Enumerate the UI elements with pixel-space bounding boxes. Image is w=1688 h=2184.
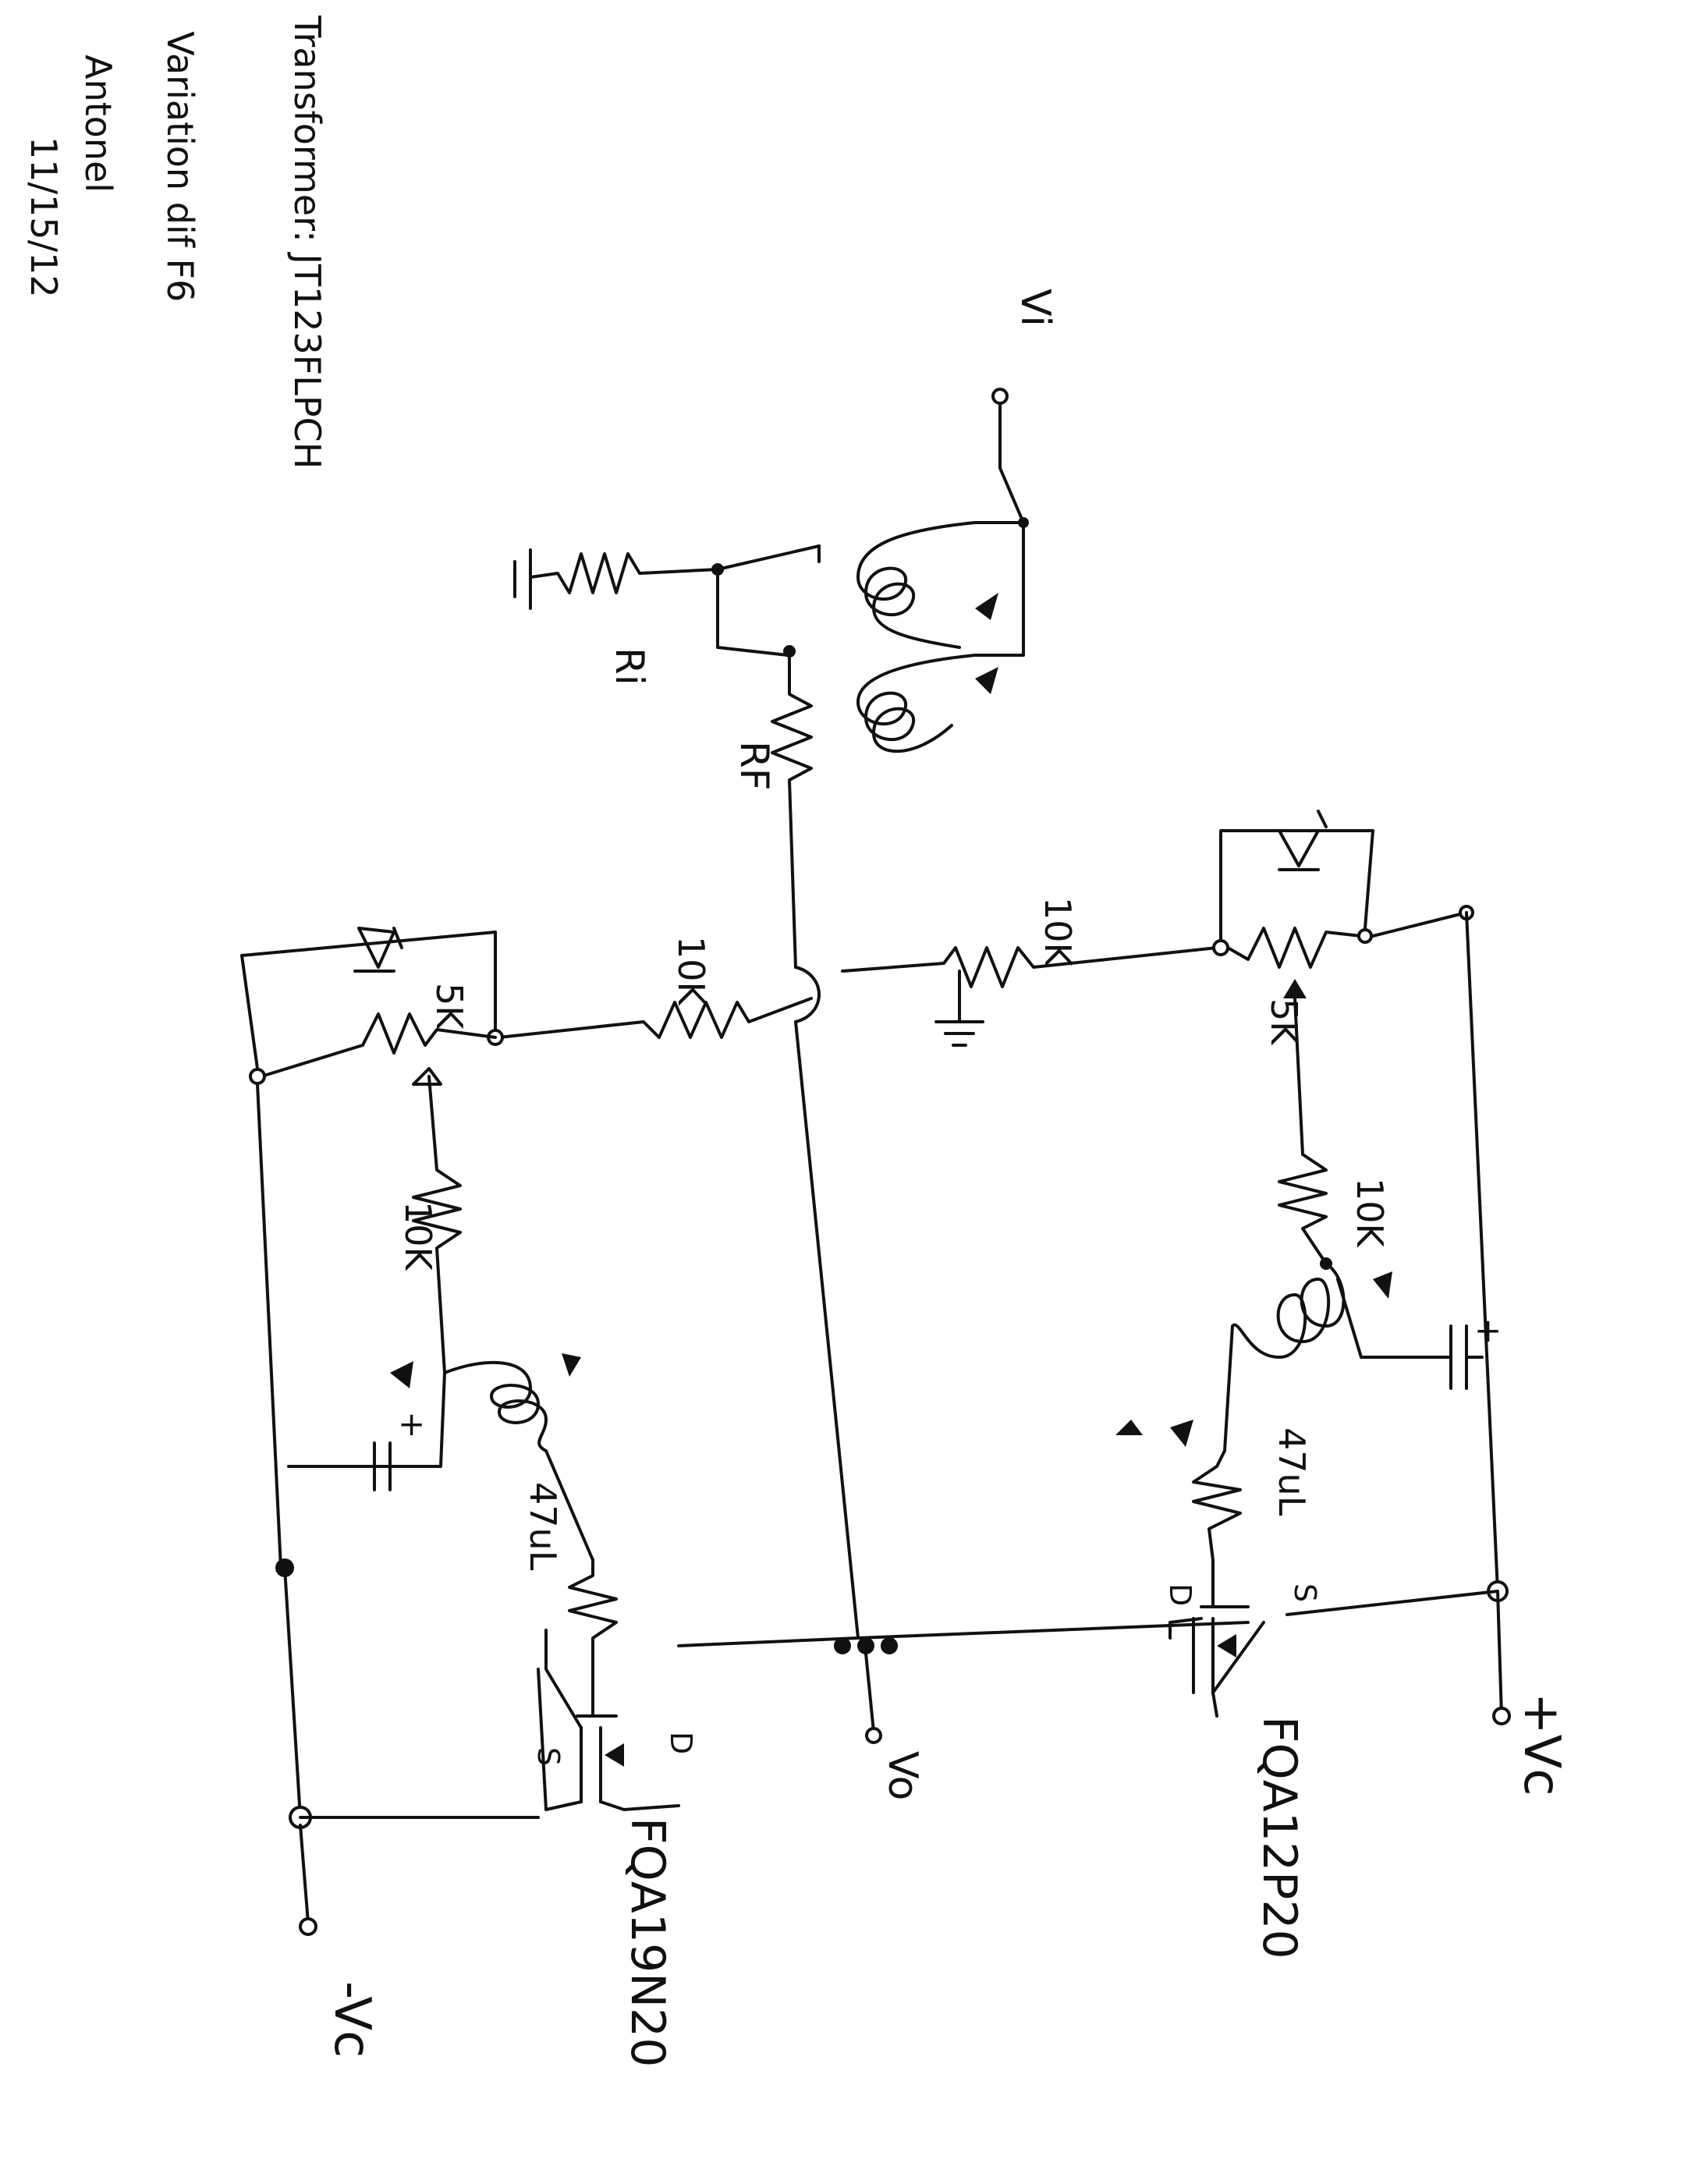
pin-s-upper: S (1288, 1583, 1322, 1602)
note-date: 11/15/12 (23, 136, 65, 298)
lower-stage: 10K 5K 10K + (240, 927, 813, 2067)
r10k-upper-bias-label: 10K (1349, 1178, 1391, 1249)
ind-upper-label: 47uL (1271, 1427, 1313, 1516)
vo-label: Vo (879, 1751, 926, 1800)
note-author: Antonel (77, 55, 119, 193)
resistor-10k-lower-bias: 10K (397, 1075, 462, 1374)
r10k-upper-label: 10K (1037, 897, 1079, 968)
vi-label: Vi (1012, 289, 1059, 327)
vc-pos-terminal (1492, 1707, 1511, 1725)
resistor-rf: RF (732, 650, 813, 969)
capacitor-lower: + (287, 1405, 425, 1491)
resistor-10k-upper-bias: 10K (1278, 997, 1391, 1270)
ind-lower-label: 47uL (522, 1482, 564, 1571)
inductor-47ul-upper: 47uL (1115, 1420, 1313, 1562)
vc-neg-label: -Vc (323, 1981, 381, 2058)
capacitor-upper: + (1403, 1311, 1502, 1390)
input-section: Vi Ri RF (513, 289, 1059, 969)
inductor-upper (1223, 1262, 1406, 1452)
pin-d-lower: D (664, 1732, 698, 1754)
cap-lower-plus: + (398, 1405, 425, 1443)
transformer (856, 521, 998, 753)
mosfet-n-lower: S D FQA19N20 (531, 1629, 698, 2067)
mosfet-p-upper: D S FQA12P20 (1163, 1558, 1322, 1959)
pot-upper-label: 5K (1263, 998, 1305, 1046)
mos-p-label: FQA12P20 (1252, 1716, 1307, 1959)
vi-terminal (991, 388, 1009, 405)
ri-label: Ri (607, 647, 652, 686)
cap-upper-plus: + (1474, 1311, 1502, 1349)
pin-s-lower: S (531, 1747, 566, 1766)
r10k-lower-label: 10K (670, 936, 712, 1007)
rf-label: RF (732, 741, 777, 791)
resistor-ri: Ri (513, 548, 719, 686)
vc-pos-label: +Vc (1512, 1693, 1570, 1796)
pot-lower-5k: 5K (240, 927, 497, 1086)
vc-neg-terminal (299, 1917, 317, 1936)
note-variation: Variation dif F6 (159, 31, 201, 302)
output-section: Vo (677, 966, 1250, 1800)
pot-lower-label: 5K (428, 983, 470, 1030)
mos-n-label: FQA19N20 (620, 1817, 675, 2067)
note-transformer: Transformer: JT123FLPCH (286, 15, 328, 469)
r10k-lower-bias-label: 10K (397, 1201, 439, 1272)
notes-block: Transformer: JT123FLPCH Variation dif F6… (23, 15, 328, 469)
pin-d-upper: D (1163, 1583, 1197, 1606)
inductor-47ul-lower: 47uL (522, 1482, 618, 1686)
vo-terminal (865, 1727, 882, 1744)
upper-stage: 10K 5K 10K (841, 810, 1570, 1959)
